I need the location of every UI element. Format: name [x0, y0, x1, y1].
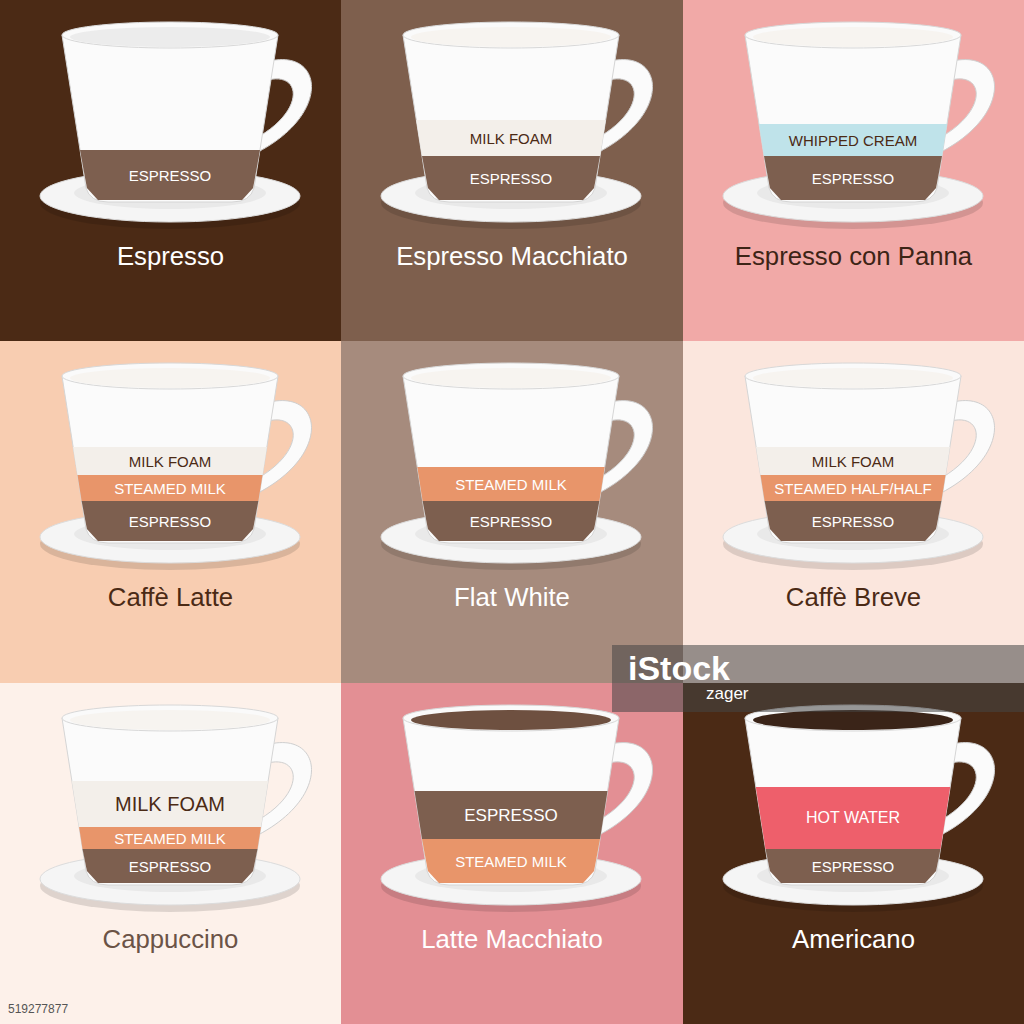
layer-band: ESPRESSO [403, 501, 619, 541]
layer-label: ESPRESSO [464, 806, 558, 825]
layer-band: MILK FOAM [745, 447, 961, 475]
layer-band: STEAMED MILK [403, 467, 619, 501]
layer-band: STEAMED MILK [62, 827, 278, 849]
cup-body [62, 376, 278, 543]
cup-body [62, 35, 278, 202]
drink-name: Americano [683, 923, 1024, 955]
layer-band: ESPRESSO [745, 156, 961, 200]
cup-rim [403, 705, 619, 731]
cup-body [62, 718, 278, 885]
layer-label: STEAMED HALF/HALF [774, 480, 932, 497]
layer-label: ESPRESSO [812, 513, 895, 530]
drink-tile: Caffè Latte MILK FOAM STEAMED MILK ESPRESSO [0, 341, 341, 683]
layer-label: STEAMED MILK [455, 476, 567, 493]
layer-band: MILK FOAM [62, 447, 278, 475]
drink-tile: Espresso con Panna WHIPPED CREAM ESPRESSO [683, 0, 1024, 341]
layer-band: ESPRESSO [745, 501, 961, 541]
cup-body [745, 376, 961, 543]
layer-band: ESPRESSO [62, 849, 278, 883]
watermark-text: zager [706, 684, 749, 703]
layer-band: STEAMED HALF/HALF [745, 475, 961, 501]
layer-label: ESPRESSO [129, 513, 212, 530]
drink-name: Caffè Latte [0, 581, 341, 613]
drink-name: Cappuccino [0, 923, 341, 955]
drink-name: Espresso [0, 240, 341, 272]
cup-rim [62, 705, 278, 731]
layer-label: ESPRESSO [812, 858, 895, 875]
drink-tile: Caffè Breve MILK FOAM STEAMED HALF/HALF ESP… [683, 341, 1024, 683]
layer-label: ESPRESSO [812, 170, 895, 187]
cup-rim [62, 22, 278, 48]
cup-surface [753, 27, 953, 47]
drink-tile: Cappuccino MILK FOAM STEAMED MILK ESPRESSO [0, 683, 341, 1024]
layer-label: WHIPPED CREAM [789, 132, 917, 149]
layer-label: STEAMED MILK [114, 480, 226, 497]
layer-label: ESPRESSO [129, 167, 212, 184]
cup-body [403, 376, 619, 543]
layer-label: MILK FOAM [470, 130, 553, 147]
cup-rim [745, 363, 961, 389]
layer-band: HOT WATER [745, 787, 961, 849]
drink-name: Espresso con Panna [683, 240, 1024, 272]
drink-name: Latte Macchiato [341, 923, 683, 955]
watermark-text: iStock [628, 650, 730, 686]
layer-label: ESPRESSO [470, 513, 553, 530]
drink-name: Caffè Breve [683, 581, 1024, 613]
layer-band: ESPRESSO [403, 791, 619, 839]
drink-tile: Espresso ESPRESSO [0, 0, 341, 341]
layer-label: MILK FOAM [812, 453, 895, 470]
layer-label: ESPRESSO [470, 170, 553, 187]
layer-band: ESPRESSO [62, 150, 278, 200]
layer-band: ESPRESSO [745, 849, 961, 883]
cup-rim [403, 363, 619, 389]
cup-rim [62, 363, 278, 389]
drink-tile: Flat White STEAMED MILK ESPRESSO [341, 341, 683, 683]
cup-body [403, 718, 619, 885]
drink-tile: Espresso Macchiato MILK FOAM ESPRESSO [341, 0, 683, 341]
layer-label: MILK FOAM [115, 793, 225, 815]
cup-surface [411, 368, 611, 388]
layer-band: ESPRESSO [62, 501, 278, 541]
drink-tile: Americano HOT WATER ESPRESSO [683, 683, 1024, 1024]
cup-rim [745, 705, 961, 731]
drink-name: Espresso Macchiato [341, 240, 683, 272]
layer-band: MILK FOAM [403, 120, 619, 156]
cup-surface [411, 27, 611, 47]
cup-rim [403, 22, 619, 48]
cup-surface [70, 368, 270, 388]
layer-band: STEAMED MILK [62, 475, 278, 501]
cup-body [745, 718, 961, 885]
layer-label: MILK FOAM [129, 453, 212, 470]
cup-surface [753, 368, 953, 388]
watermark-panel [612, 645, 1024, 712]
layer-band: WHIPPED CREAM [745, 124, 961, 156]
layer-label: ESPRESSO [129, 858, 212, 875]
cup-body [403, 35, 619, 202]
layer-label: HOT WATER [806, 809, 900, 827]
cup-surface [753, 710, 953, 730]
cup-surface [411, 710, 611, 730]
cup-rim [745, 22, 961, 48]
drink-name: Flat White [341, 581, 683, 613]
layer-band: STEAMED MILK [403, 839, 619, 883]
layer-label: STEAMED MILK [114, 830, 226, 847]
layer-band: ESPRESSO [403, 156, 619, 200]
layer-band: MILK FOAM [62, 781, 278, 827]
drink-tile: Latte Macchiato ESPRESSO STEAMED MILK [341, 683, 683, 1024]
cup-surface [70, 710, 270, 730]
image-id: 519277877 [8, 1002, 68, 1016]
layer-label: STEAMED MILK [455, 853, 567, 870]
cup-body [745, 35, 961, 202]
cup-surface [70, 27, 270, 47]
